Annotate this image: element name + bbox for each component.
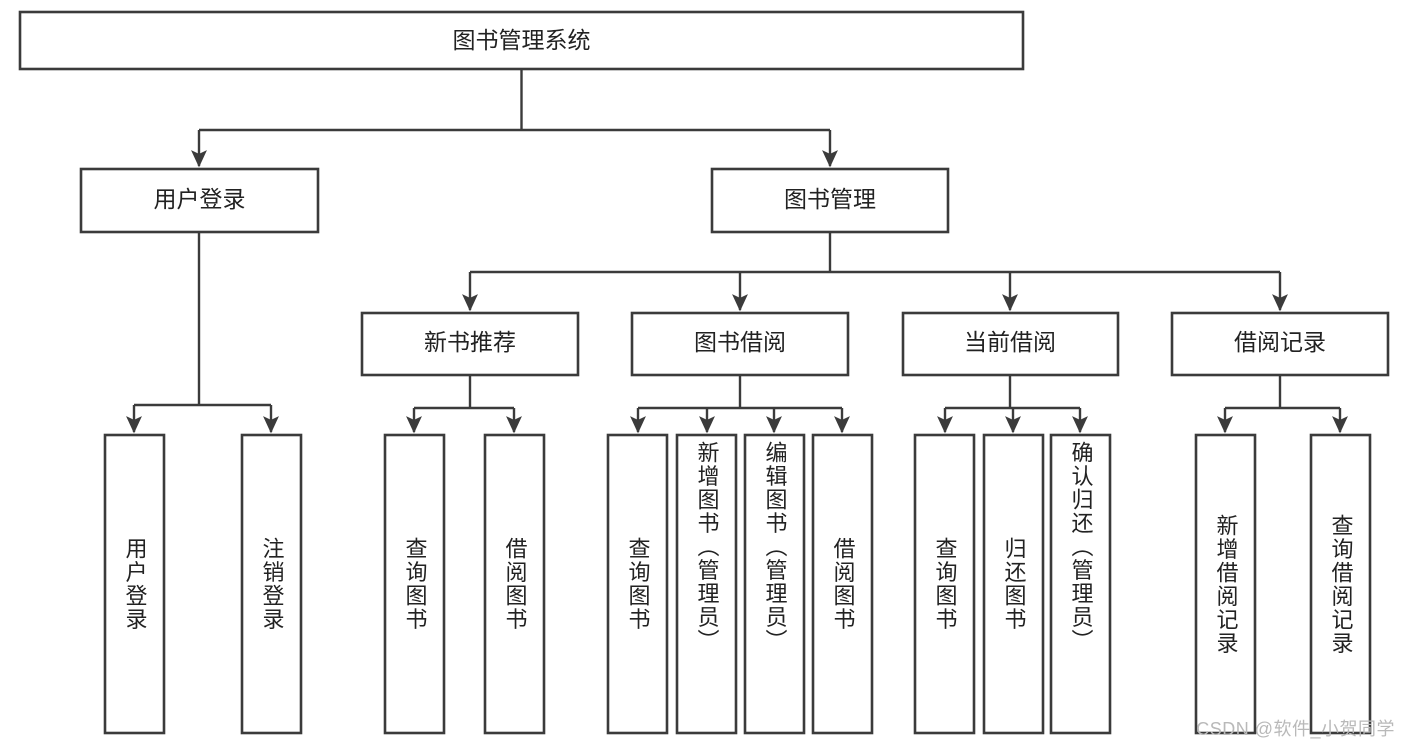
node-book-borrow[interactable]: 图书借阅 [630,311,850,377]
node-leaf-return-book-box[interactable] [982,433,1045,735]
connector-group-current-borrow [937,375,1088,434]
node-user-login-label: 用户登录 [154,186,246,212]
connector-group-user-login [126,232,279,434]
node-leaf-query-book-3-box[interactable] [913,433,976,735]
node-current-borrow-box [901,311,1120,377]
connector-group-book-borrow [630,375,850,434]
node-current-borrow-label: 当前借阅 [964,329,1056,355]
node-leaf-query-book-2-box[interactable] [606,433,669,735]
node-book-manage-label: 图书管理 [784,186,876,212]
node-book-manage-box [710,167,950,234]
node-leaf-logout-login-box[interactable] [240,433,303,735]
node-leaf-query-book-1-box[interactable] [383,433,446,735]
connector-group-root [191,69,838,168]
node-leaf-borrow-book-1-box[interactable] [483,433,546,735]
node-leaf-edit-book-box[interactable] [743,433,806,735]
node-leaf-borrow-book-2-box[interactable] [811,433,874,735]
node-book-borrow-box [630,311,850,377]
node-new-book-recommend-box [360,311,580,377]
leaf-boxes [103,433,1372,735]
csdn-watermark: CSDN @软件_小贺同学 [1196,719,1395,739]
node-leaf-confirm-return-box[interactable] [1049,433,1112,735]
node-root-box [18,10,1025,71]
node-current-borrow[interactable]: 当前借阅 [901,311,1120,377]
node-new-book-recommend[interactable]: 新书推荐 [360,311,580,377]
node-new-book-recommend-label: 新书推荐 [424,329,516,355]
node-root-label: 图书管理系统 [453,27,591,53]
connector-group-book-manage [462,232,1288,312]
node-user-login-box [79,167,320,234]
node-book-manage[interactable]: 图书管理 [710,167,950,234]
node-borrow-record[interactable]: 借阅记录 [1170,311,1390,377]
node-borrow-record-label: 借阅记录 [1234,329,1326,355]
node-leaf-user-login-box[interactable] [103,433,166,735]
node-user-login[interactable]: 用户登录 [79,167,320,234]
node-leaf-add-record-box[interactable] [1194,433,1257,735]
node-leaf-query-record-box[interactable] [1309,433,1372,735]
node-borrow-record-box [1170,311,1390,377]
connector-group-borrow-record [1217,375,1348,434]
node-book-borrow-label: 图书借阅 [694,329,786,355]
connector-group-new-book-recommend [406,375,522,434]
node-leaf-add-book-box[interactable] [675,433,738,735]
node-root[interactable]: 图书管理系统 [18,10,1025,71]
